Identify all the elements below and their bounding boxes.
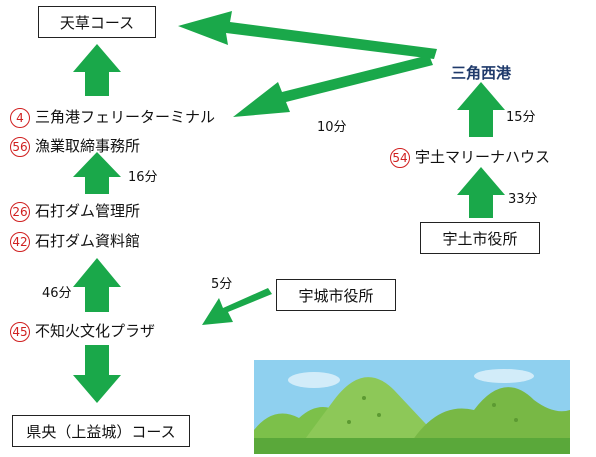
duration-marina-port: 15分 — [506, 110, 536, 125]
duration-port-ferry: 10分 — [317, 120, 347, 135]
kenou-course-box: 県央（上益城）コース — [12, 415, 190, 447]
arrow-uki-to-shiranui — [202, 288, 272, 325]
arrow-shiranui-to-dam — [73, 258, 121, 312]
number-badge: 54 — [390, 147, 410, 168]
uki-city-hall-box: 宇城市役所 — [276, 279, 396, 311]
marina-house-label: 宇土マリーナハウス — [415, 148, 551, 166]
uto-city-hall-label: 宇土市役所 — [442, 229, 518, 248]
dam-museum-item: 42 石打ダム資料館 — [10, 230, 140, 252]
number-badge: 26 — [10, 201, 30, 222]
arrow-marina-to-port — [457, 82, 505, 137]
arrow-uto-to-marina — [457, 167, 505, 218]
ferry-terminal-item: 4 三角港フェリーターミナル — [10, 106, 215, 128]
duration-uki-shiranui: 5分 — [211, 277, 233, 292]
ferry-terminal-label: 三角港フェリーターミナル — [35, 108, 216, 126]
duration-gyogyo-dam: 16分 — [128, 170, 158, 185]
dam-management-item: 26 石打ダム管理所 — [10, 200, 140, 222]
misumi-west-port-label: 三角西港 — [451, 64, 512, 82]
amakusa-course-box: 天草コース — [38, 6, 156, 38]
fishery-office-label: 漁業取締事務所 — [35, 137, 141, 155]
duration-uto-marina: 33分 — [508, 192, 538, 207]
dam-museum-label: 石打ダム資料館 — [35, 232, 141, 250]
number-badge: 56 — [10, 136, 30, 157]
shiranui-plaza-item: 45 不知火文化プラザ — [10, 320, 155, 342]
kenou-course-label: 県央（上益城）コース — [26, 422, 176, 441]
amakusa-course-label: 天草コース — [59, 13, 135, 32]
marina-house-item: 54 宇土マリーナハウス — [390, 146, 550, 168]
arrow-port-to-ferry — [233, 55, 433, 117]
uki-city-hall-label: 宇城市役所 — [298, 286, 374, 305]
arrow-port-to-amakusa — [178, 11, 437, 59]
uto-city-hall-box: 宇土市役所 — [420, 222, 540, 254]
arrow-shiranui-to-kenou — [73, 345, 121, 403]
number-badge: 4 — [10, 107, 30, 128]
number-badge: 42 — [10, 231, 30, 252]
mountain-illustration — [254, 360, 570, 454]
arrow-ferry-to-amakusa — [73, 44, 121, 96]
shiranui-plaza-label: 不知火文化プラザ — [35, 322, 156, 340]
dam-management-label: 石打ダム管理所 — [35, 202, 141, 220]
arrow-dam-to-gyogyo — [73, 152, 121, 194]
fishery-office-item: 56 漁業取締事務所 — [10, 135, 140, 157]
duration-shiranui-dam: 46分 — [42, 286, 72, 301]
number-badge: 45 — [10, 321, 30, 342]
